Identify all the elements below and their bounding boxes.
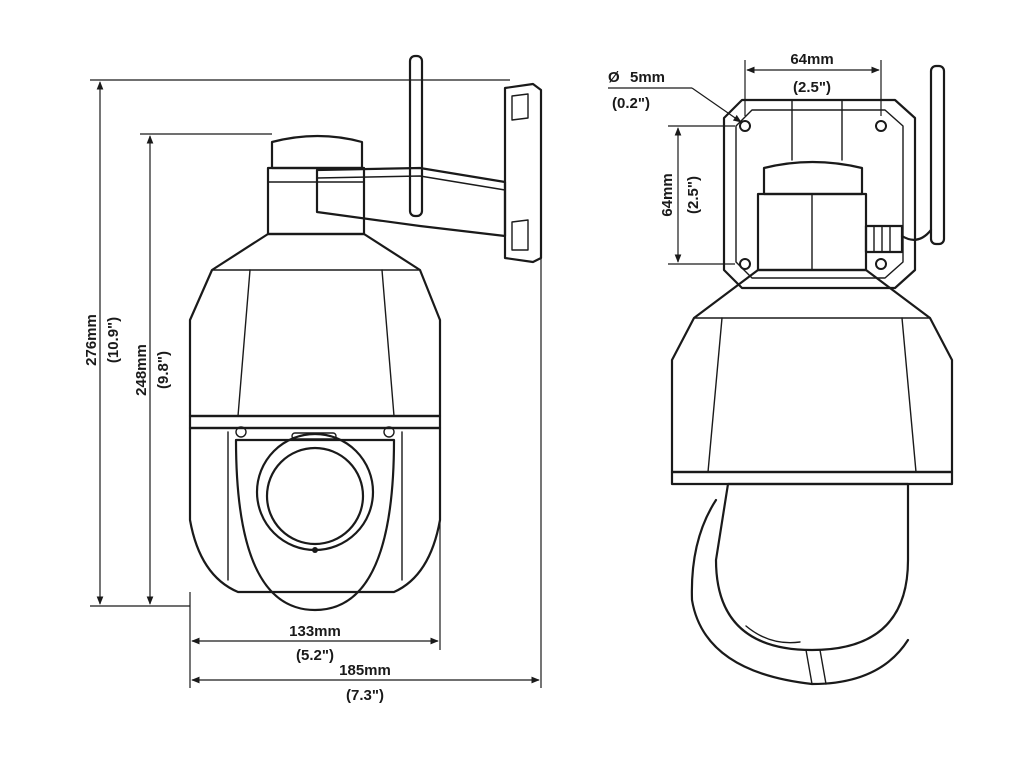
- lens: [265, 446, 365, 546]
- body-width-inch: (5.2"): [296, 647, 334, 664]
- antenna-front: [408, 54, 424, 218]
- hole-diameter-symbol: Ø: [608, 69, 620, 86]
- hole-spacing-h-inch: (2.5"): [793, 79, 831, 96]
- mount-hole-top-right: [875, 120, 887, 132]
- total-height-inch: (10.9"): [105, 317, 122, 363]
- front-view-dimensions: 276mm (10.9") 248mm (9.8") 133mm (5.2") …: [83, 79, 542, 704]
- total-depth-mm: 185mm: [339, 662, 391, 679]
- side-view-dimensions: 64mm (2.5") 64mm (2.5") Ø 5mm (0.2"): [608, 51, 882, 265]
- mount-hole-bottom-right: [875, 258, 887, 270]
- mount-hole-top-left: [739, 120, 751, 132]
- antenna-side: [929, 64, 946, 246]
- hole-diameter-inch: (0.2"): [612, 95, 650, 112]
- total-height-mm: 276mm: [83, 314, 100, 366]
- hole-diameter-mm: 5mm: [630, 69, 665, 86]
- front-view: [188, 54, 543, 612]
- mount-hole-bottom-left: [739, 258, 751, 270]
- hole-spacing-v-mm: 64mm: [659, 173, 676, 216]
- body-width-mm: 133mm: [289, 623, 341, 640]
- lens-outer-ring: [255, 432, 375, 552]
- total-depth-inch: (7.3"): [346, 687, 384, 704]
- hole-spacing-h-mm: 64mm: [790, 51, 833, 68]
- body-height-inch: (9.8"): [155, 351, 172, 389]
- side-view: [670, 64, 954, 686]
- body-height-mm: 248mm: [133, 344, 150, 396]
- hole-spacing-v-inch: (2.5"): [685, 176, 702, 214]
